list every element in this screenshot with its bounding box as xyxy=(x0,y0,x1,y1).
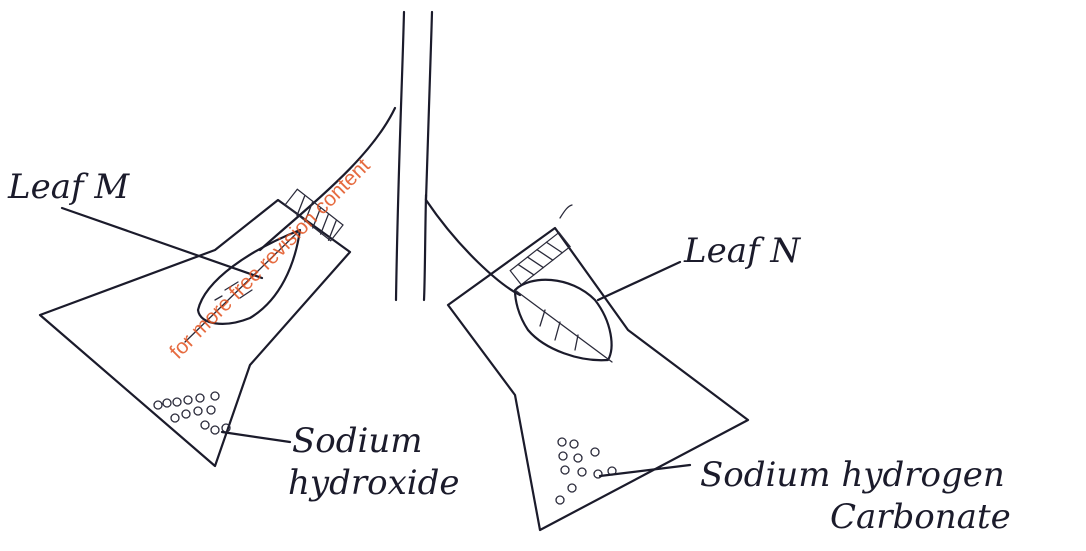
leader-line-sodium-hydroxide xyxy=(222,432,290,442)
label-sodium-hydrogen-carbonate-line1: Sodium hydrogen xyxy=(700,455,1005,495)
label-sodium-hydroxide-line2: hydroxide xyxy=(288,463,460,503)
leader-line-leaf-m xyxy=(62,208,262,278)
label-leaf-m: Leaf M xyxy=(7,167,130,207)
label-sodium-hydrogen-carbonate-line2: Carbonate xyxy=(830,497,1011,537)
leaf-n xyxy=(515,280,612,362)
label-leaf-n: Leaf N xyxy=(683,231,801,271)
label-sodium-hydroxide-line1: Sodium xyxy=(292,421,423,461)
leader-line-leaf-n xyxy=(598,262,680,300)
plant-stem xyxy=(260,12,520,300)
sodium-hydroxide-pellets xyxy=(154,392,230,434)
